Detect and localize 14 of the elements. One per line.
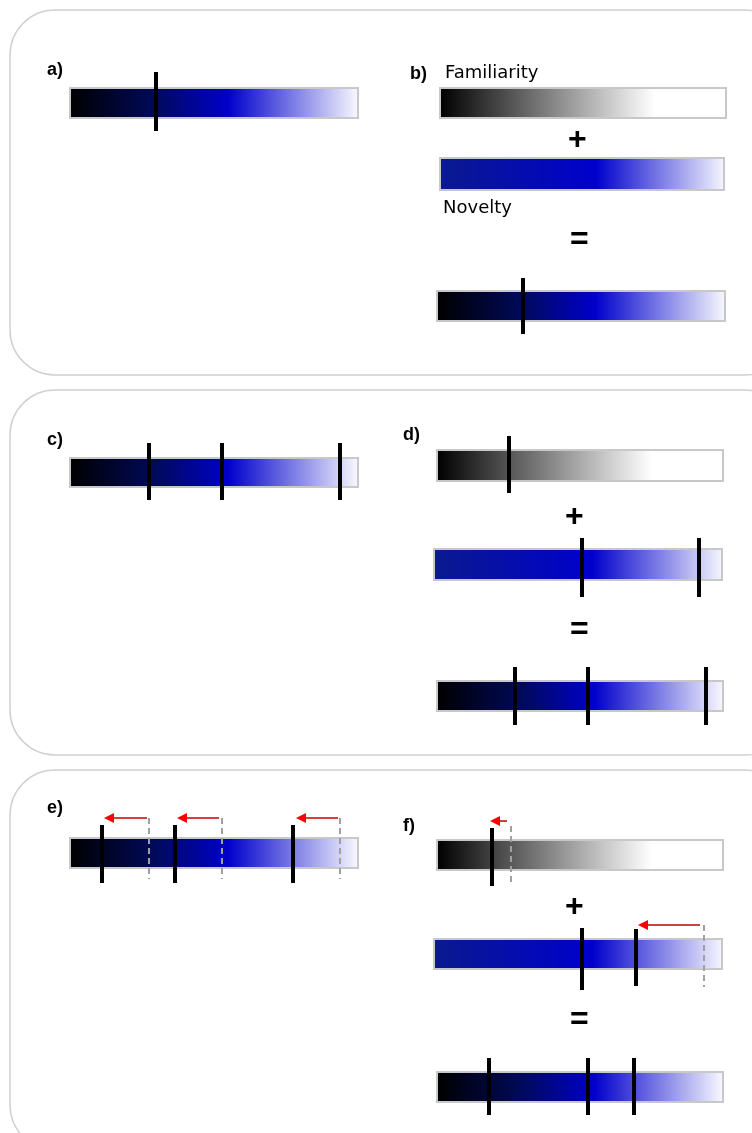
panel-label: a) bbox=[47, 60, 63, 78]
equals-sign: = bbox=[570, 1002, 589, 1034]
scale-label: Familiarity bbox=[445, 63, 539, 81]
plus-sign: + bbox=[565, 889, 584, 921]
plus-sign: + bbox=[565, 499, 584, 531]
panel-label: b) bbox=[410, 64, 427, 82]
equals-sign: = bbox=[570, 222, 589, 254]
panel-label: c) bbox=[47, 430, 63, 448]
equals-sign: = bbox=[570, 612, 589, 644]
panel-label: d) bbox=[403, 425, 420, 443]
panel-label: e) bbox=[47, 798, 63, 816]
panel-label: f) bbox=[403, 816, 415, 834]
plus-sign: + bbox=[568, 122, 587, 154]
scale-label: Novelty bbox=[443, 198, 512, 216]
